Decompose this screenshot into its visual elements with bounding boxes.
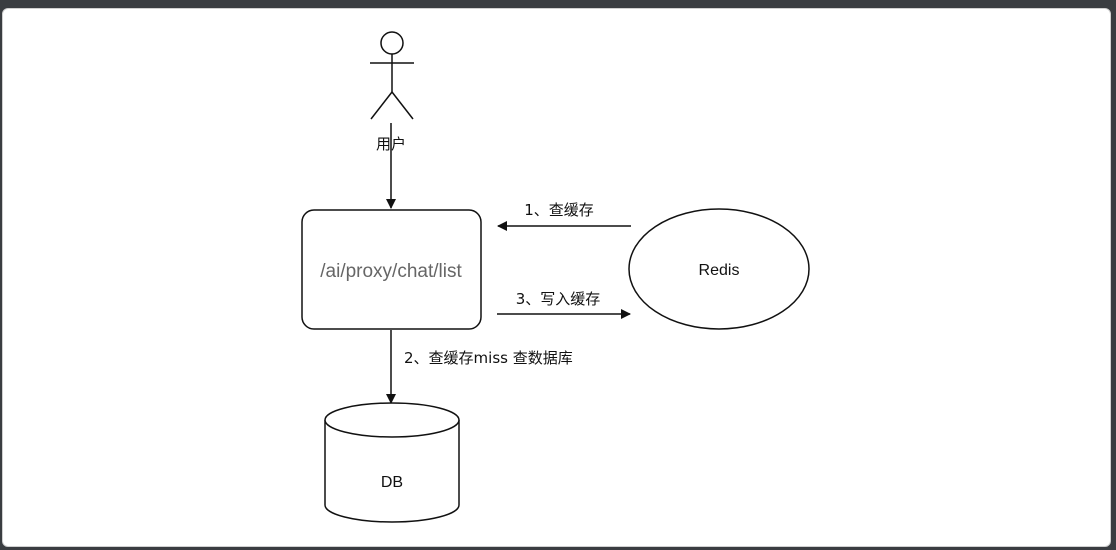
edge-query-cache-label: 1、查缓存 xyxy=(524,201,594,219)
edge-write-cache-label: 3、写入缓存 xyxy=(516,290,601,308)
proxy-node[interactable]: /ai/proxy/chat/list xyxy=(301,209,482,330)
user-actor-leg-right xyxy=(391,91,414,120)
redis-node[interactable]: Redis xyxy=(628,208,810,330)
redis-node-label: Redis xyxy=(699,262,740,279)
db-node-label: DB xyxy=(381,474,403,491)
user-actor-leg-left xyxy=(370,91,393,120)
db-cylinder-body xyxy=(324,420,460,523)
db-node[interactable]: DB xyxy=(324,402,460,523)
redis-node-ellipse xyxy=(628,208,810,330)
user-actor xyxy=(370,31,414,120)
edge-cache-miss-query-db-label: 2、查缓存miss 查数据库 xyxy=(404,349,573,367)
db-cylinder-top xyxy=(324,402,460,438)
diagram-canvas xyxy=(2,8,1111,547)
proxy-node-box xyxy=(301,209,482,330)
proxy-node-label: /ai/proxy/chat/list xyxy=(320,261,462,282)
user-actor-head xyxy=(380,31,404,55)
